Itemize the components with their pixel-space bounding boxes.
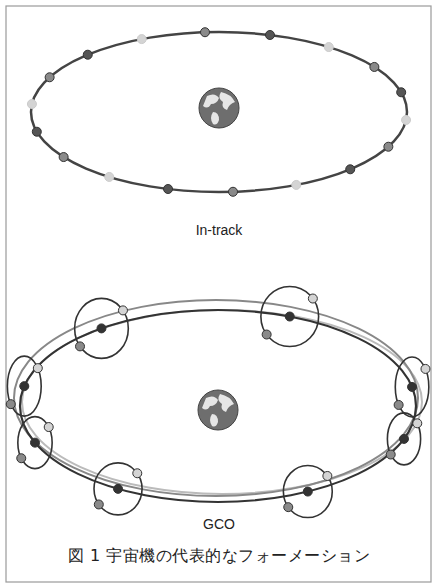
spacecraft-dot [44, 423, 53, 432]
spacecraft-dot [76, 342, 85, 351]
spacecraft-dot [228, 187, 237, 196]
continent [218, 394, 234, 412]
spacecraft-dot [33, 364, 42, 373]
relative-orbit [283, 466, 332, 518]
spacecraft-dot [265, 30, 274, 39]
orbit-ellipse [31, 32, 407, 192]
spacecraft-dot [285, 312, 294, 321]
gco-formation [6, 287, 430, 518]
figure-label: In-track [196, 222, 243, 238]
spacecraft-dot [262, 330, 271, 339]
spacecraft-dot [94, 500, 103, 509]
orbit-ellipse [20, 310, 416, 502]
spacecraft-dot [413, 419, 422, 428]
spacecraft-dot [83, 50, 92, 59]
spacecraft-dot [201, 28, 210, 37]
spacecraft-dot [346, 165, 355, 174]
spacecraft-dot [105, 172, 114, 181]
spacecraft-dot [284, 503, 293, 512]
earth-globe [198, 390, 238, 430]
earth-globe [199, 88, 239, 128]
spacecraft-dot [324, 43, 333, 52]
spacecraft-dot [399, 434, 408, 443]
in-track-formation [27, 28, 410, 197]
figure-frame [6, 6, 431, 582]
spacecraft-dot [394, 400, 403, 409]
figure-caption: 図 1 宇宙機の代表的なフォーメーション [68, 546, 370, 567]
spacecraft-dot [421, 364, 430, 373]
spacecraft-dot [303, 487, 312, 496]
continent [202, 396, 218, 409]
spacecraft-dot [386, 450, 395, 459]
spacecraft-dot [133, 469, 142, 478]
spacecraft-dot [59, 153, 68, 162]
spacecraft-dot [384, 142, 393, 151]
continent [211, 112, 219, 125]
spacecraft-dot [20, 382, 29, 391]
spacecraft-dot [30, 438, 39, 447]
spacecraft-dot [402, 115, 411, 124]
spacecraft-dot [97, 324, 106, 333]
spacecraft-dot [137, 35, 146, 44]
spacecraft-dot [6, 400, 15, 409]
continent [210, 414, 218, 427]
spacecraft-dot [45, 73, 54, 82]
continent [203, 94, 219, 107]
spacecraft-dot [27, 100, 36, 109]
spacecraft-dot [308, 294, 317, 303]
spacecraft-dot [17, 454, 26, 463]
spacecraft-dot [408, 382, 417, 391]
spacecraft-dot [114, 484, 123, 493]
continent [219, 92, 235, 110]
spacecraft-dot [370, 62, 379, 71]
spacecraft-dot [118, 306, 127, 315]
relative-orbit [261, 287, 319, 347]
spacecraft-dot [164, 185, 173, 194]
relative-orbit [94, 463, 142, 515]
spacecraft-dot [397, 88, 406, 97]
spacecraft-dot [292, 180, 301, 189]
spacecraft-dot [32, 127, 41, 136]
spacecraft-dot [323, 471, 332, 480]
relative-orbit [75, 298, 129, 358]
figure-label: GCO [203, 516, 235, 532]
